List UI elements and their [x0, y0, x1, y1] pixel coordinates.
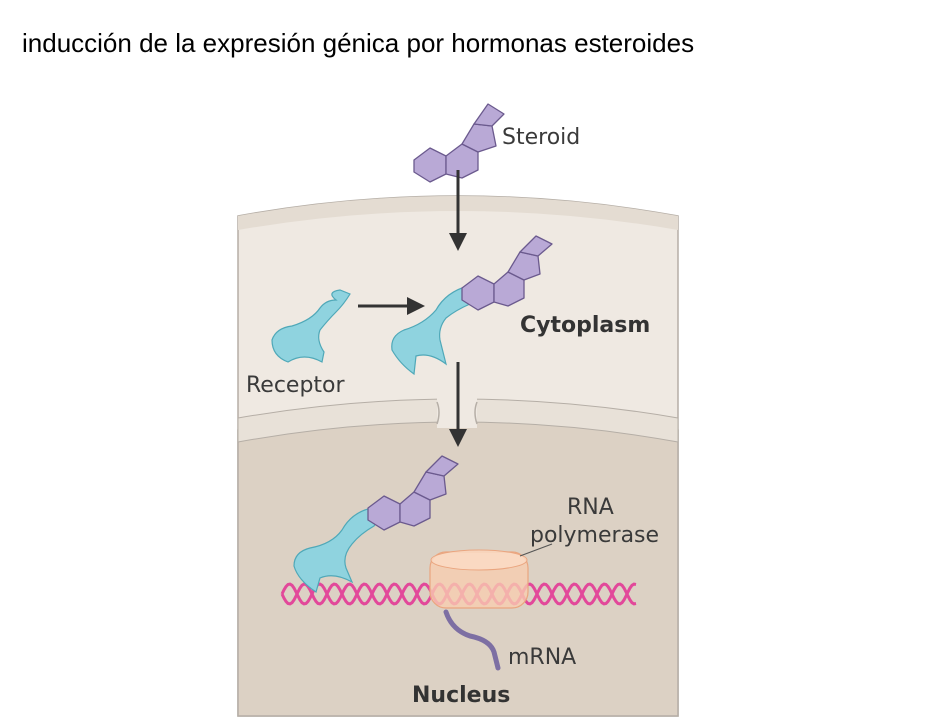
- label-mrna: mRNA: [508, 645, 576, 670]
- mrna-strand: [443, 609, 501, 671]
- label-cytoplasm: Cytoplasm: [520, 313, 650, 338]
- receptor-bound-nucleus: [293, 507, 379, 593]
- label-rna-polymerase-line2: polymerase: [530, 523, 659, 548]
- label-steroid: Steroid: [502, 125, 580, 150]
- receptor-free: [271, 289, 351, 363]
- cell-membrane-band: [238, 196, 678, 230]
- steroid-molecule-free: [413, 103, 505, 183]
- steroid-molecule-bound-cytoplasm: [461, 235, 553, 311]
- label-nucleus: Nucleus: [412, 683, 510, 708]
- steroid-molecule-bound-nucleus: [367, 455, 459, 531]
- nuclear-pore-edge-right: [474, 401, 478, 425]
- page-title: inducción de la expresión génica por hor…: [22, 28, 695, 58]
- label-receptor: Receptor: [246, 373, 346, 398]
- rna-polymerase-leader-line: [519, 543, 553, 557]
- nuclear-pore-edge-left: [436, 401, 440, 425]
- receptor-bound-cytoplasm: [391, 285, 474, 376]
- label-rna-polymerase-line1: RNA: [567, 495, 614, 520]
- rna-polymerase: [429, 549, 529, 609]
